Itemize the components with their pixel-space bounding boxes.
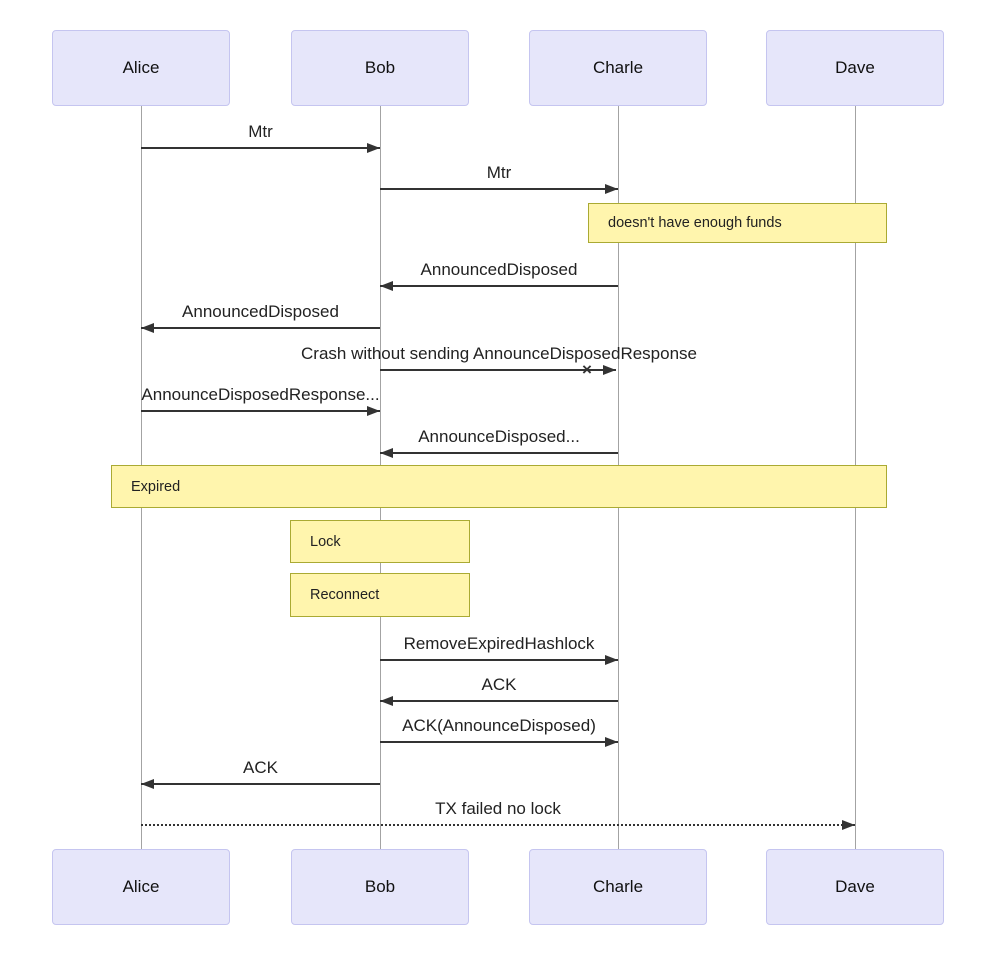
- message-1-arrowhead-icon: [605, 184, 618, 194]
- actor-top-alice: Alice: [52, 30, 230, 106]
- message-8-line: [380, 700, 618, 702]
- message-9-line: [380, 741, 618, 743]
- message-6-arrowhead-icon: [380, 448, 393, 458]
- message-4-lost-cross-icon: ×: [582, 360, 592, 379]
- actor-top-charle: Charle: [529, 30, 707, 106]
- message-6-line: [380, 452, 618, 454]
- message-2-line: [380, 285, 618, 287]
- message-7-line: [380, 659, 618, 661]
- actor-bottom-alice: Alice: [52, 849, 230, 925]
- actor-bottom-charle: Charle: [529, 849, 707, 925]
- message-3-line: [141, 327, 380, 329]
- note-3: Reconnect: [290, 573, 470, 617]
- message-1-label: Mtr: [486, 163, 512, 182]
- actor-top-dave: Dave: [766, 30, 944, 106]
- actor-bottom-dave: Dave: [766, 849, 944, 925]
- message-9-arrowhead-icon: [605, 737, 618, 747]
- actor-bottom-bob: Bob: [291, 849, 469, 925]
- message-2-label: AnnouncedDisposed: [420, 260, 578, 279]
- message-9-label: ACK(AnnounceDisposed): [402, 716, 596, 735]
- actor-top-bob: Bob: [291, 30, 469, 106]
- message-4-arrowhead-icon: [603, 365, 616, 375]
- message-1-line: [380, 188, 618, 190]
- message-0-arrowhead-icon: [367, 143, 380, 153]
- note-2: Lock: [290, 520, 470, 563]
- message-6-label: AnnounceDisposed...: [418, 427, 580, 446]
- message-8-label: ACK: [481, 675, 517, 694]
- message-8-arrowhead-icon: [380, 696, 393, 706]
- note-0: doesn't have enough funds: [588, 203, 887, 243]
- message-3-arrowhead-icon: [141, 323, 154, 333]
- message-4-label: Crash without sending AnnounceDisposedRe…: [301, 344, 697, 363]
- message-10-line: [141, 783, 380, 785]
- note-1: Expired: [111, 465, 887, 508]
- message-7-label: RemoveExpiredHashlock: [403, 634, 595, 653]
- message-11-line: [141, 824, 855, 826]
- message-10-arrowhead-icon: [141, 779, 154, 789]
- message-2-arrowhead-icon: [380, 281, 393, 291]
- message-4-line: [380, 369, 616, 371]
- message-7-arrowhead-icon: [605, 655, 618, 665]
- message-3-label: AnnouncedDisposed: [182, 302, 339, 321]
- message-0-line: [141, 147, 380, 149]
- message-5-label: AnnounceDisposedResponse...: [141, 385, 380, 404]
- message-5-arrowhead-icon: [367, 406, 380, 416]
- message-11-label: TX failed no lock: [435, 799, 561, 818]
- message-0-label: Mtr: [248, 122, 273, 141]
- message-10-label: ACK: [243, 758, 278, 777]
- message-5-line: [141, 410, 380, 412]
- message-11-arrowhead-icon: [842, 820, 855, 830]
